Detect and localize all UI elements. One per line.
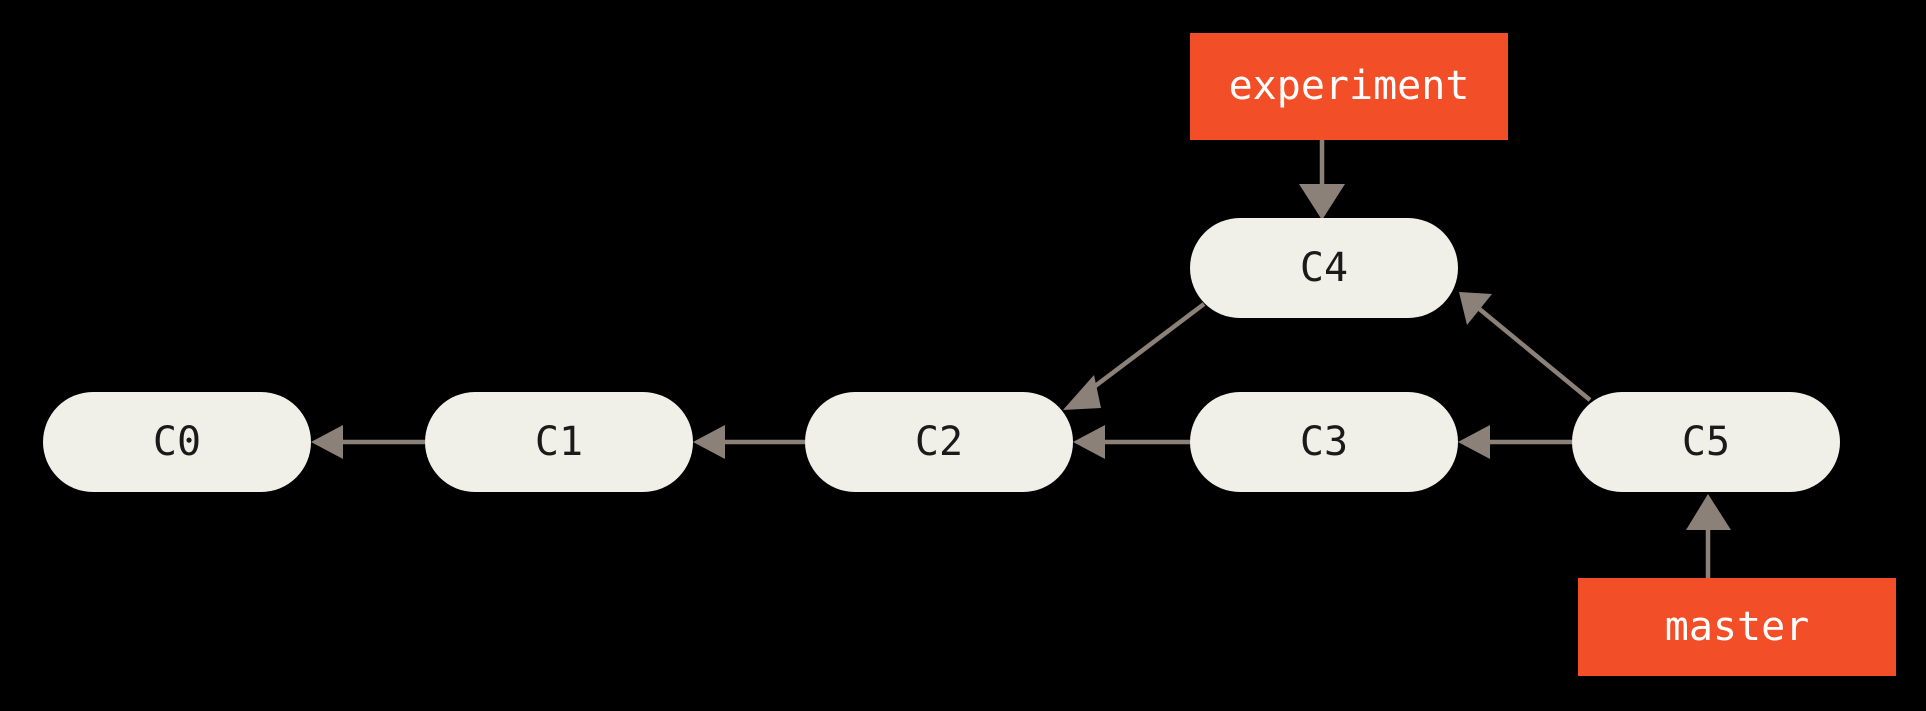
edge-c1-to-c0 [311, 425, 425, 459]
edge-c1-to-c0-arrowhead [311, 425, 343, 459]
commit-node-c4-shape[interactable] [1190, 218, 1458, 318]
commit-node-layer: C0 C1 C2 C3 C4 C5 [43, 218, 1840, 492]
edge-experiment-to-c4 [1299, 140, 1345, 220]
edge-c5-to-c4 [1459, 292, 1592, 402]
edge-c5-to-c3 [1458, 425, 1572, 459]
edge-layer [311, 140, 1731, 578]
branch-label-experiment-shape[interactable] [1190, 33, 1508, 140]
commit-node-c4[interactable]: C4 [1190, 218, 1458, 318]
commit-node-c5[interactable]: C5 [1572, 392, 1840, 492]
branch-label-layer: experiment master [1190, 33, 1896, 676]
edge-c5-to-c4-arrowhead [1459, 292, 1492, 325]
commit-node-c2-shape[interactable] [805, 392, 1073, 492]
commit-node-c3-shape[interactable] [1190, 392, 1458, 492]
commit-node-c3-label: C3 [1300, 419, 1348, 465]
branch-label-experiment[interactable]: experiment [1190, 33, 1508, 140]
commit-node-c0-shape[interactable] [43, 392, 311, 492]
edge-c2-to-c1 [693, 425, 805, 459]
edge-c4-to-c2 [1063, 302, 1206, 410]
commit-node-c0[interactable]: C0 [43, 392, 311, 492]
branch-label-master-shape[interactable] [1578, 578, 1896, 676]
edge-master-to-c5 [1686, 494, 1731, 578]
edge-c2-to-c1-arrowhead [693, 425, 725, 459]
commit-node-c1-label: C1 [535, 419, 583, 465]
commit-node-c1-shape[interactable] [425, 392, 693, 492]
commit-node-c5-shape[interactable] [1572, 392, 1840, 492]
edge-c5-to-c4-line [1475, 305, 1592, 402]
edge-c3-to-c2-arrowhead [1073, 425, 1105, 459]
edge-c4-to-c2-arrowhead [1063, 375, 1101, 410]
commit-node-c3[interactable]: C3 [1190, 392, 1458, 492]
branch-label-master[interactable]: master [1578, 578, 1896, 676]
commit-node-c2-label: C2 [915, 419, 963, 465]
edge-c5-to-c3-arrowhead [1458, 425, 1490, 459]
edge-c3-to-c2 [1073, 425, 1190, 459]
commit-node-c5-label: C5 [1682, 419, 1730, 465]
commit-node-c2[interactable]: C2 [805, 392, 1073, 492]
edge-master-to-c5-arrowhead [1686, 494, 1731, 530]
edge-experiment-to-c4-arrowhead [1299, 184, 1345, 220]
edge-c4-to-c2-line [1080, 302, 1206, 398]
commit-node-c1[interactable]: C1 [425, 392, 693, 492]
branch-label-experiment-text: experiment [1229, 63, 1470, 109]
commit-node-c4-label: C4 [1300, 245, 1348, 291]
commit-node-c0-label: C0 [153, 419, 201, 465]
branch-label-master-text: master [1665, 604, 1810, 650]
